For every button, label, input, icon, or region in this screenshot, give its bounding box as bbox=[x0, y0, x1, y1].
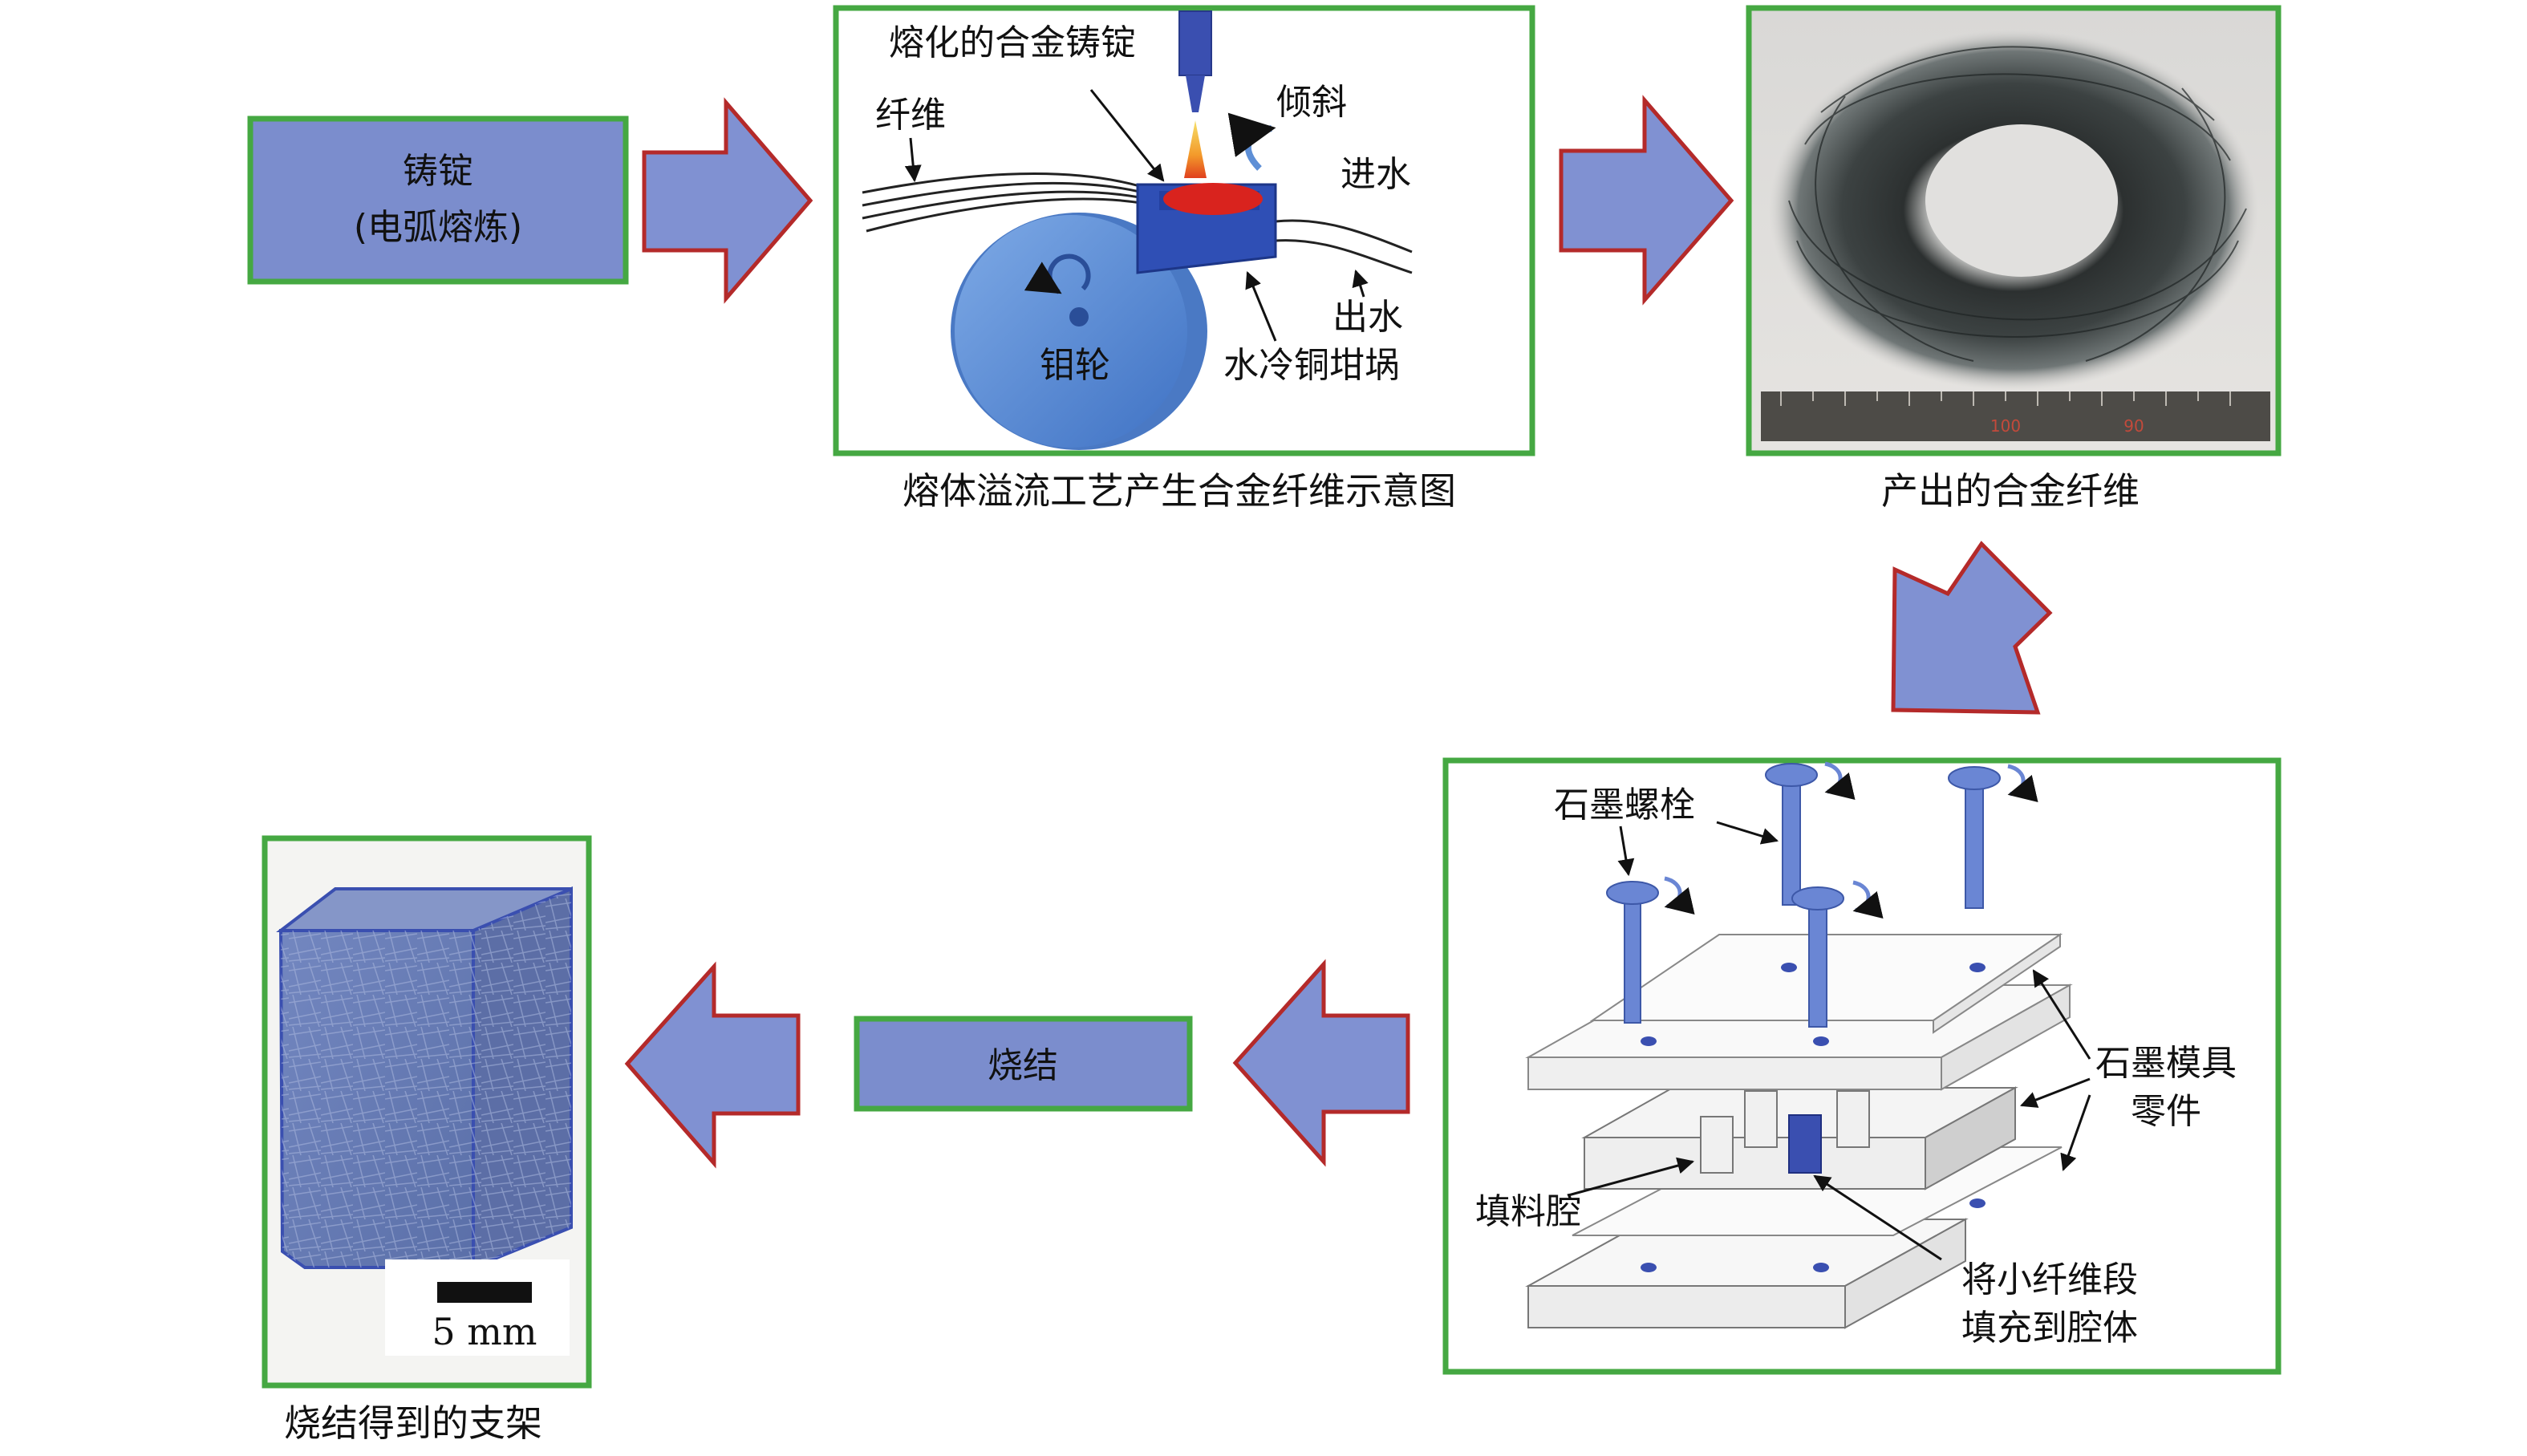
bolt-1 bbox=[1606, 881, 1659, 1024]
wheel-axle bbox=[1069, 307, 1089, 326]
flow-arrow-diagonal bbox=[1891, 541, 2053, 715]
label-mold-parts-2: 零件 bbox=[2131, 1091, 2201, 1132]
ruler: 100 90 bbox=[1761, 391, 2270, 441]
fiber-photo-caption: 产出的合金纤维 bbox=[1881, 469, 2140, 513]
ruler-mark-100: 100 bbox=[1990, 416, 2021, 436]
fiber-strands bbox=[862, 172, 1156, 233]
graphite-bolts bbox=[1606, 763, 2001, 1028]
label-graphite-bolts: 石墨螺栓 bbox=[1554, 785, 1695, 825]
schematic-leader-lines bbox=[904, 89, 1369, 342]
ingot-step-box bbox=[247, 116, 629, 285]
bolt-4 bbox=[1948, 766, 2001, 909]
label-water-in: 进水 bbox=[1341, 154, 1411, 195]
bolt-holes bbox=[1641, 963, 1985, 1272]
scale-bar-label: 5 mm bbox=[432, 1310, 537, 1353]
ingot-step: 铸锭 (电弧熔炼) bbox=[247, 116, 629, 285]
fiber-photo-panel: 100 90 产出的合金纤维 bbox=[1746, 5, 2282, 513]
melt-overflow-caption: 熔体溢流工艺产生合金纤维示意图 bbox=[902, 469, 1456, 513]
fiber-fill-block bbox=[1788, 1114, 1822, 1174]
mold-cavity-block bbox=[1581, 1086, 2018, 1190]
sintering-step-label: 烧结 bbox=[988, 1045, 1058, 1086]
sintering-step: 烧结 bbox=[854, 1016, 1193, 1112]
label-fiber: 纤维 bbox=[875, 95, 946, 136]
scaffold-caption: 烧结得到的支架 bbox=[284, 1401, 542, 1445]
copper-crucible bbox=[1136, 183, 1277, 274]
flow-arrow-left-1 bbox=[1232, 959, 1410, 1167]
label-molten-ingot: 熔化的合金铸锭 bbox=[889, 22, 1136, 63]
flow-arrow-left-2 bbox=[624, 961, 801, 1169]
label-fill-2: 填充到腔体 bbox=[1961, 1308, 2138, 1349]
ingot-step-label: 铸锭 bbox=[403, 151, 473, 192]
label-mold-parts-1: 石墨模具 bbox=[2095, 1043, 2237, 1084]
melt-flame bbox=[1184, 120, 1207, 178]
melt-overflow-panel: 钼轮 熔化的合金铸锭 纤维 倾斜 进水 出水 水冷铜坩埚 熔体 bbox=[833, 5, 1535, 513]
ruler-mark-90: 90 bbox=[2123, 416, 2144, 436]
molten-pool bbox=[1163, 183, 1263, 215]
wheel-face bbox=[955, 215, 1187, 448]
tilt-arrow-icon bbox=[1227, 112, 1276, 171]
bolt-3 bbox=[1791, 886, 1844, 1028]
wheel-rotation-icon bbox=[1024, 253, 1091, 294]
bolt-2 bbox=[1765, 763, 1818, 906]
mold-leader-lines bbox=[1568, 821, 2091, 1261]
graphite-mold-panel: 石墨螺栓 石墨模具 零件 填料腔 将小纤维段 填充到腔体 bbox=[1442, 757, 2282, 1375]
ingot-step-sublabel: (电弧熔炼) bbox=[354, 207, 522, 248]
flow-arrow-right-2 bbox=[1559, 95, 1734, 306]
fiber-ball-strands bbox=[1788, 46, 2247, 362]
flow-arrow-right-1 bbox=[642, 97, 813, 304]
label-crucible: 水冷铜坩埚 bbox=[1223, 345, 1400, 386]
label-tilt: 倾斜 bbox=[1276, 82, 1347, 123]
bolt-rotation-icons bbox=[1664, 761, 2038, 919]
label-water-out: 出水 bbox=[1332, 297, 1403, 338]
molten-ingot bbox=[1178, 10, 1212, 178]
label-cavity: 填料腔 bbox=[1475, 1191, 1581, 1232]
scale-bar bbox=[437, 1282, 532, 1303]
scaffold-panel: 5 mm 烧结得到的支架 bbox=[262, 835, 592, 1445]
label-fill-1: 将小纤维段 bbox=[1961, 1259, 2138, 1300]
sintering-step-box bbox=[854, 1016, 1193, 1112]
water-pipes bbox=[1275, 219, 1413, 274]
wheel-label: 钼轮 bbox=[1040, 345, 1110, 386]
fiber-ball-hole bbox=[1925, 124, 2118, 277]
scale-bar-backdrop bbox=[385, 1259, 570, 1356]
